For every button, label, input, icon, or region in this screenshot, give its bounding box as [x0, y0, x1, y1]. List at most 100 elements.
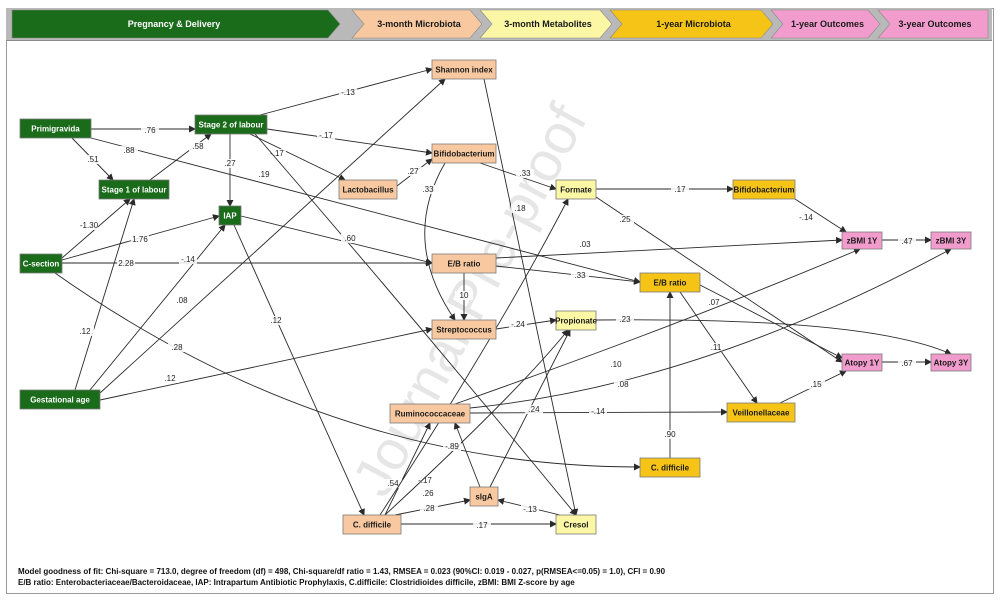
edge-line: [384, 422, 431, 516]
node-label: Stage 1 of labour: [102, 186, 167, 195]
edge-label-bg: [807, 380, 825, 389]
edge-line: [595, 196, 843, 363]
edge-siga-to-propionate: .24: [489, 329, 571, 488]
edge-coefficient: .08: [176, 296, 188, 305]
node-label: Primigravida: [31, 125, 80, 134]
edge-stage1-to-stage2: .58: [149, 133, 212, 181]
edge-coefficient: -1.30: [80, 221, 99, 230]
node-atopy1y: Atopy 1Y: [841, 353, 883, 372]
edge-label-bg: [443, 442, 461, 451]
edge-label-bg: [525, 405, 543, 414]
edge-label-bg: [455, 291, 473, 300]
edge-label-bg: [571, 271, 589, 280]
edge-label-bg: [179, 255, 197, 264]
edge-cresol-to-siga: -.13: [497, 498, 561, 516]
edge-label-bg: [473, 521, 491, 530]
node-label: Gestational age: [30, 396, 90, 405]
figure-footer: Model goodness of fit: Chi-square = 713.…: [18, 566, 665, 588]
edge-label-bg: [267, 316, 285, 325]
edge-eb3-to-strep: 10: [455, 273, 473, 321]
edge-label-bg: [131, 235, 149, 244]
edge-stage2-to-lacto: -.17: [249, 133, 346, 181]
edge-line: [595, 319, 952, 355]
edge-coefficient: -.89: [445, 442, 459, 451]
edge-coefficient: -.14: [591, 407, 605, 416]
node-label: Stage 2 of labour: [199, 121, 264, 130]
edge-line: [424, 162, 456, 321]
node-label: C. difficile: [651, 464, 690, 473]
node-cresol: Cresol: [555, 514, 597, 535]
edge-label-bg: [705, 298, 723, 307]
edge-line: [74, 198, 136, 391]
edge-eb1y-to-veillon: .11: [679, 291, 758, 404]
edge-bifido1y-to-zbmi1y: -.14: [794, 198, 847, 233]
edge-label-bg: [268, 149, 286, 158]
node-propionate: Propionate: [555, 310, 597, 331]
edge-coefficient: .28: [171, 343, 183, 352]
stage-chevron-0: Pregnancy & Delivery: [11, 9, 341, 39]
edge-cdiff3-to-rumino: .54: [384, 422, 431, 516]
edge-cdiff3-to-formate: -.17: [379, 198, 569, 516]
edge-coefficient: .51: [87, 155, 99, 164]
edge-coefficient: .90: [664, 430, 676, 439]
edge-coefficient: -.17: [319, 131, 333, 140]
edge-stage2-to-bifido3: -.17: [266, 128, 433, 156]
edge-line: [379, 198, 569, 516]
edge-label-bg: [607, 360, 625, 369]
edge-eb1y-to-atopy1y: .07: [699, 284, 843, 359]
edge-veillon-to-atopy1y: .15: [779, 370, 847, 404]
edge-coefficient: .47: [901, 237, 913, 246]
edge-label-bg: [168, 343, 186, 352]
node-label: zBMI 3Y: [936, 237, 967, 246]
edge-label-bg: [511, 204, 529, 213]
abbreviations-note: E/B ratio: Enterobacteriaceae/Bacteroida…: [18, 578, 575, 587]
edge-coefficient: .58: [192, 142, 204, 151]
edge-formate-to-bifido1y: .17: [596, 185, 734, 194]
edge-stage2-to-cresol: .19: [254, 133, 577, 516]
edge-rumino-to-zbmi3y: .08: [469, 248, 952, 409]
edge-label-bg: [797, 213, 815, 222]
edge-label-bg: [616, 215, 634, 224]
edge-line: [90, 137, 641, 284]
edge-coefficient: .24: [528, 405, 540, 414]
figure-frame: [6, 8, 994, 594]
edge-line: [469, 248, 952, 409]
edge-primigravida-to-stage2: .76: [91, 125, 196, 135]
edge-label-bg: [84, 155, 102, 164]
edge-coefficient: .18: [514, 204, 526, 213]
model-fit-note: Model goodness of fit: Chi-square = 713.…: [18, 567, 666, 576]
edge-label-bg: [141, 126, 159, 135]
edge-coefficient: .10: [610, 360, 622, 369]
node-cdiff3: C. difficile: [342, 514, 402, 535]
node-veillon: Veillonellaceae: [726, 402, 796, 423]
edge-coefficient: .54: [387, 479, 399, 488]
edge-label-bg: [419, 185, 437, 194]
stage-chevron-3: 1-year Microbiota: [609, 9, 774, 39]
edge-coefficient: .11: [711, 343, 722, 352]
edge-coefficient: .26: [422, 489, 434, 498]
edge-line: [89, 224, 226, 391]
edge-rumino-to-zbmi1y: .10: [454, 248, 861, 405]
edge-label-bg: [671, 185, 689, 194]
edge-bifido3-to-strep: .33: [419, 162, 456, 321]
edge-line: [495, 236, 843, 259]
edge-label-bg: [614, 380, 632, 389]
edge-label-bg: [707, 343, 725, 352]
edge-propionate-to-atopy3y: .23: [595, 315, 952, 355]
node-label: C. difficile: [353, 521, 392, 530]
node-label: Lactobacillus: [342, 186, 394, 195]
node-label: Bifidobacterium: [734, 186, 795, 195]
edge-label-bg: [255, 170, 273, 179]
edge-coefficient: .12: [79, 327, 91, 336]
edge-label-bg: [661, 430, 679, 439]
stage-chevron-2: 3-month Metabolites: [479, 9, 613, 39]
edge-formate-to-atopy1y: .25: [595, 196, 843, 363]
edge-coefficient: .07: [708, 298, 720, 307]
path-edges: .76.51.88.58.27-.13-.17-.17.19-1.301.762…: [54, 67, 952, 530]
node-label: Formate: [560, 186, 592, 195]
stage-label: 3-month Microbiota: [377, 19, 461, 29]
edge-coefficient: .23: [619, 315, 631, 324]
edge-label-bg: [384, 479, 402, 488]
node-label: E/B ratio: [654, 279, 687, 288]
